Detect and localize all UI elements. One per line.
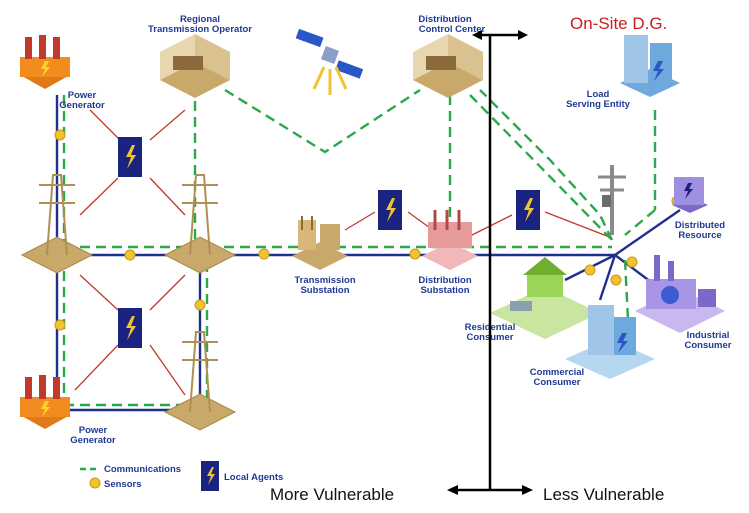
load-serving-label-line2: Serving Entity xyxy=(566,99,631,110)
sensor xyxy=(54,319,66,331)
sensor xyxy=(194,299,206,311)
transmission-substation-label-line1: Transmission xyxy=(294,275,355,286)
local-agent-icon xyxy=(118,308,142,348)
regional-transmission-operator: Regional Transmission Operator xyxy=(148,14,252,98)
load-serving-label-line1: Load xyxy=(587,89,610,100)
office-building-icon xyxy=(620,35,680,97)
regional-operator-label-line2: Transmission Operator xyxy=(148,24,252,35)
power-plant-icon xyxy=(20,35,70,89)
generator-cabinet-icon xyxy=(672,177,708,213)
more-vulnerable-label: More Vulnerable xyxy=(270,485,394,504)
distribution-control-label-line2: Control Center xyxy=(419,24,486,35)
sensor xyxy=(626,256,638,268)
arrow-right-icon xyxy=(522,485,533,495)
office-building-icon xyxy=(565,305,655,379)
transmission-substation: Transmission Substation xyxy=(292,216,356,296)
distributed-resource-label-line2: Resource xyxy=(678,230,721,241)
substation-icon xyxy=(292,216,348,270)
distributed-resource: Distributed Resource xyxy=(672,177,725,241)
utility-pole-icon xyxy=(598,165,626,235)
tower-icon xyxy=(20,174,94,274)
local-agent-icon xyxy=(516,190,540,230)
sensor xyxy=(584,264,596,276)
sensors xyxy=(54,129,683,489)
distribution-substation: Distribution Substation xyxy=(418,210,478,296)
local-agent-icon xyxy=(378,190,402,230)
sensors-legend-label: Sensors xyxy=(104,479,142,490)
sensor xyxy=(409,248,421,260)
power-plant-icon xyxy=(20,375,70,429)
power-generator-bottom: Power Generator xyxy=(20,375,116,446)
arrow-right-icon xyxy=(518,30,528,40)
communication-lines xyxy=(62,85,657,407)
arrow-left-icon xyxy=(447,485,458,495)
sensor xyxy=(89,477,101,489)
commercial-label-line2: Consumer xyxy=(534,377,581,388)
agent-links xyxy=(74,109,613,396)
local-agents xyxy=(118,137,540,348)
industrial-consumer: Industrial Consumer xyxy=(635,255,732,351)
satellite-icon xyxy=(295,28,364,95)
residential-consumer: Residential Consumer xyxy=(465,257,600,343)
commercial-consumer: Commercial Consumer xyxy=(530,305,655,388)
onsite-dg-label: On-Site D.G. xyxy=(570,14,667,33)
tower-icon xyxy=(163,174,237,274)
power-generator-label-line2: Generator xyxy=(70,435,116,446)
factory-icon xyxy=(635,255,725,333)
arrow-left-icon xyxy=(472,30,482,40)
local-agent-icon xyxy=(118,137,142,177)
commercial-label-line1: Commercial xyxy=(530,367,584,378)
power-generator-label-line1: Power xyxy=(68,90,97,101)
industrial-label-line1: Industrial xyxy=(687,330,730,341)
tower-icon xyxy=(163,331,237,431)
transmission-towers xyxy=(20,174,237,431)
legend: Communications Sensors Local Agents xyxy=(80,461,283,491)
distribution-substation-label-line1: Distribution xyxy=(418,275,471,286)
substation-icon xyxy=(422,210,478,270)
load-serving-entity: Load Serving Entity xyxy=(566,35,680,110)
distribution-control-center: Distribution Control Center xyxy=(413,14,486,98)
power-generator-label-line2: Generator xyxy=(59,100,105,111)
vulnerability-annotation: On-Site D.G. More Vulnerable Less Vulner… xyxy=(270,14,667,504)
sensor xyxy=(610,274,622,286)
less-vulnerable-label: Less Vulnerable xyxy=(543,485,664,504)
communications-legend-label: Communications xyxy=(104,464,181,475)
regional-operator-label-line1: Regional xyxy=(180,14,220,25)
control-room-icon xyxy=(160,34,230,98)
sensor xyxy=(124,249,136,261)
sensor xyxy=(258,248,270,260)
power-generator-label-line1: Power xyxy=(79,425,108,436)
distribution-substation-label-line2: Substation xyxy=(420,285,469,296)
control-room-icon xyxy=(413,34,483,98)
local-agents-legend-label: Local Agents xyxy=(224,472,283,483)
distributed-resource-label-line1: Distributed xyxy=(675,220,725,231)
distribution-control-label-line1: Distribution xyxy=(418,14,471,25)
industrial-label-line2: Consumer xyxy=(685,340,732,351)
transmission-substation-label-line2: Substation xyxy=(300,285,349,296)
local-agent-icon xyxy=(201,461,219,491)
house-icon xyxy=(490,257,600,339)
power-generator-top: Power Generator xyxy=(20,35,105,111)
sensor xyxy=(54,129,66,141)
